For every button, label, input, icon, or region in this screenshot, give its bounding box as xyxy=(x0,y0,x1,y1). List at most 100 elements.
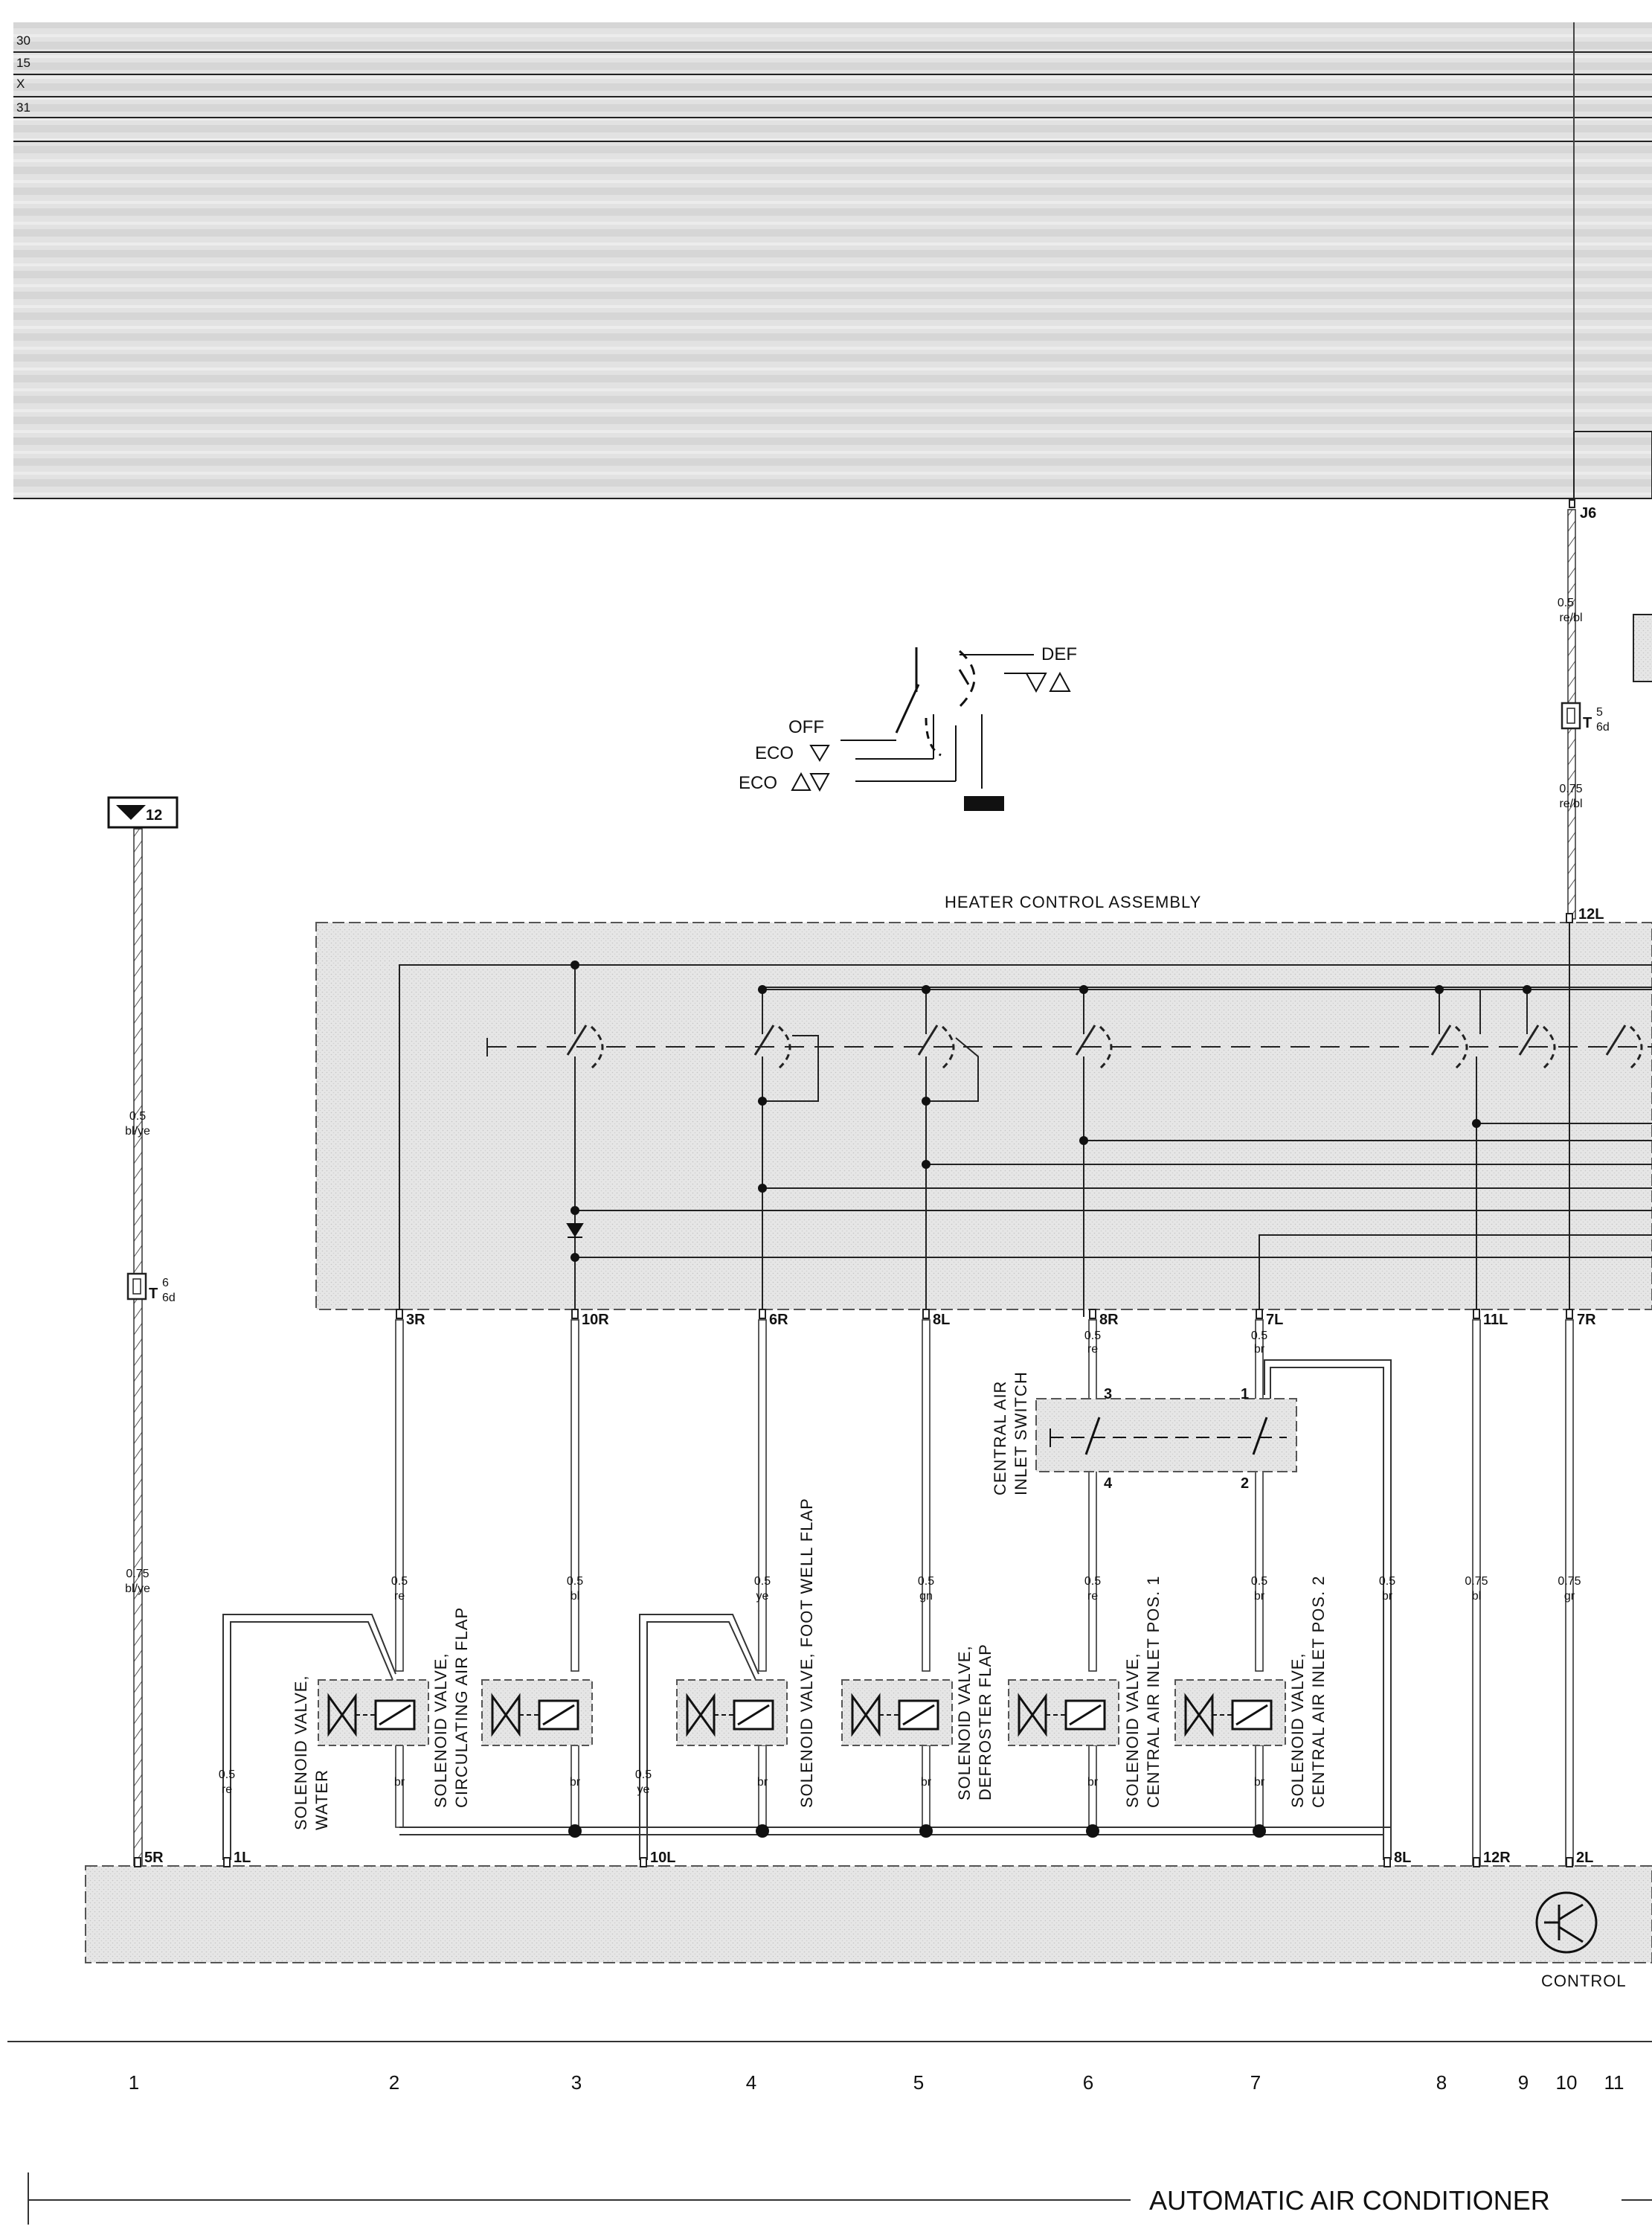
pin-6r: 6R xyxy=(769,1312,788,1328)
wire-c7-color: br xyxy=(1254,1590,1265,1603)
cu-pin-10l: 10L xyxy=(650,1850,675,1866)
solenoid-valve-inlet-pos-1 xyxy=(1008,1679,1119,1746)
heater-internal-wiring xyxy=(399,923,1652,1317)
wire-label-rebl2-color: re/bl xyxy=(1559,798,1582,810)
valve-label-pos2-1: SOLENOID VALVE, xyxy=(1288,1652,1307,1808)
wire-label-blye-color: bl/ye xyxy=(125,1125,150,1138)
wire-c2-size: 0.5 xyxy=(391,1575,408,1588)
cu-pin-5r: 5R xyxy=(144,1850,164,1866)
wire-7l-color: br xyxy=(1254,1343,1265,1356)
inlet-switch-contacts xyxy=(1050,1417,1287,1455)
wire-label-blye2-color: bl/ye xyxy=(125,1582,150,1595)
connector-left-sub: 6d xyxy=(162,1292,176,1304)
heater-switch-contacts xyxy=(566,1024,1643,1070)
cu-pin-2l: 2L xyxy=(1576,1850,1593,1866)
valve-label-circ-2: CIRCULATING AIR FLAP xyxy=(452,1607,471,1808)
wire-label-blye2-size: 0.75 xyxy=(126,1568,149,1580)
wire-c4-size: 0.5 xyxy=(754,1575,771,1588)
pin-3r: 3R xyxy=(406,1312,425,1328)
inlet-pin-3: 3 xyxy=(1104,1386,1112,1402)
solenoid-valve-foot-well-flap xyxy=(676,1679,788,1746)
harness-extra-wires xyxy=(222,1359,1392,1860)
connector-t6-6d xyxy=(126,1272,147,1301)
valve-label-defroster-1: SOLENOID VALVE, xyxy=(955,1645,974,1800)
column-numbers: 1 2 3 4 5 6 7 8 9 10 11 xyxy=(129,2071,1624,2094)
column-number: 4 xyxy=(746,2071,756,2094)
wire-8r-size: 0.5 xyxy=(1084,1330,1101,1342)
column-number: 5 xyxy=(913,2071,924,2094)
solenoid-valves xyxy=(318,1679,1286,1746)
switch-mode-triangles xyxy=(791,671,1071,792)
solenoid-valve-inlet-pos-2 xyxy=(1174,1679,1286,1746)
connector-top-sup: 5 xyxy=(1596,706,1603,719)
transistor-icon xyxy=(1535,1891,1598,1954)
heater-control-assembly-box xyxy=(315,922,1652,1310)
wire-label-rebl2-size: 0.75 xyxy=(1559,783,1582,795)
inlet-switch-label-1: CENTRAL AIR xyxy=(991,1381,1009,1495)
wire-10l-size: 0.5 xyxy=(635,1768,652,1781)
column-number: 10 xyxy=(1556,2071,1578,2094)
switch-label-eco-1: ECO xyxy=(755,743,794,763)
wire-c6-color: re xyxy=(1087,1590,1098,1603)
wire-c6-size: 0.5 xyxy=(1084,1575,1101,1588)
wire-label-rebl-size: 0.5 xyxy=(1558,597,1574,609)
pin-11l: 11L xyxy=(1483,1312,1508,1328)
fuse-label-12: 12 xyxy=(146,807,162,824)
wire-br-2: br xyxy=(570,1776,581,1789)
valve-label-circ-1: SOLENOID VALVE, xyxy=(431,1652,450,1808)
column-number: 9 xyxy=(1518,2071,1529,2094)
wire-7l-size: 0.5 xyxy=(1251,1330,1267,1342)
inlet-pin-1: 1 xyxy=(1241,1386,1249,1402)
column-number: 6 xyxy=(1083,2071,1093,2094)
column-number: 3 xyxy=(571,2071,582,2094)
wire-c5-color: gn xyxy=(919,1590,933,1603)
control-unit-pin-terminals xyxy=(134,1857,1573,1867)
fuse-12 xyxy=(107,796,179,829)
cu-pin-12r: 12R xyxy=(1483,1850,1511,1866)
solenoid-valve-defroster-flap xyxy=(841,1679,953,1746)
valve-label-defroster-2: DEFROSTER FLAP xyxy=(976,1643,994,1800)
top-shaded-area xyxy=(13,22,1652,498)
wire-c2-color: re xyxy=(394,1590,405,1603)
switch-label-def: DEF xyxy=(1041,644,1077,664)
wire-c10-size: 0.75 xyxy=(1558,1575,1581,1588)
heater-diode xyxy=(566,1223,584,1238)
wire-c8-size: 0.5 xyxy=(1379,1575,1395,1588)
cu-pin-1l: 1L xyxy=(234,1850,251,1866)
relay-j6-box xyxy=(1573,431,1652,499)
harness-wire-labels: 0.5 re 0.5 bl 0.5 ye 0.5 gn 0.5 re 0.5 b… xyxy=(219,1330,1581,1796)
valve-label-pos1-1: SOLENOID VALVE, xyxy=(1123,1652,1142,1808)
bus-lines xyxy=(13,51,1652,499)
valve-label-water-1: SOLENOID VALVE, xyxy=(292,1675,310,1830)
inlet-pin-2: 2 xyxy=(1241,1475,1249,1492)
cu-pin-8l: 8L xyxy=(1394,1850,1411,1866)
switch-ground-block xyxy=(964,796,1004,811)
wire-c5-size: 0.5 xyxy=(918,1575,934,1588)
valve-label-pos2-2: CENTRAL AIR INLET POS. 2 xyxy=(1309,1575,1328,1808)
heater-junction-dots xyxy=(571,961,1532,1262)
wire-label-rebl-color: re/bl xyxy=(1559,612,1582,624)
relay-label-j6: J6 xyxy=(1580,505,1596,522)
valve-label-pos1-2: CENTRAL AIR INLET POS. 1 xyxy=(1144,1575,1163,1808)
control-unit-label: CONTROL xyxy=(1541,1972,1627,1990)
inlet-switch-label-2: INLET SWITCH xyxy=(1012,1371,1030,1495)
footer-rule xyxy=(28,2172,1652,2225)
wire-c10-color: gr xyxy=(1564,1590,1575,1603)
central-air-inlet-switch-box xyxy=(1035,1398,1297,1472)
wire-10l-color: ye xyxy=(637,1783,650,1796)
wire-c8-color: br xyxy=(1382,1590,1393,1603)
function-switch-symbol xyxy=(841,647,1034,789)
pin-7r: 7R xyxy=(1577,1312,1596,1328)
column-number: 7 xyxy=(1250,2071,1261,2094)
valve-label-water-2: WATER xyxy=(312,1769,331,1830)
wire-br-5: br xyxy=(1087,1776,1099,1789)
bus-label-x: X xyxy=(16,77,25,91)
wire-br-4: br xyxy=(921,1776,932,1789)
pin-10r: 10R xyxy=(582,1312,609,1328)
column-number: 2 xyxy=(389,2071,399,2094)
wire-8r-color: re xyxy=(1087,1343,1098,1356)
connector-t5-6d xyxy=(1561,702,1581,730)
bus-label-15: 15 xyxy=(16,56,30,70)
wire-br-3: br xyxy=(757,1776,768,1789)
